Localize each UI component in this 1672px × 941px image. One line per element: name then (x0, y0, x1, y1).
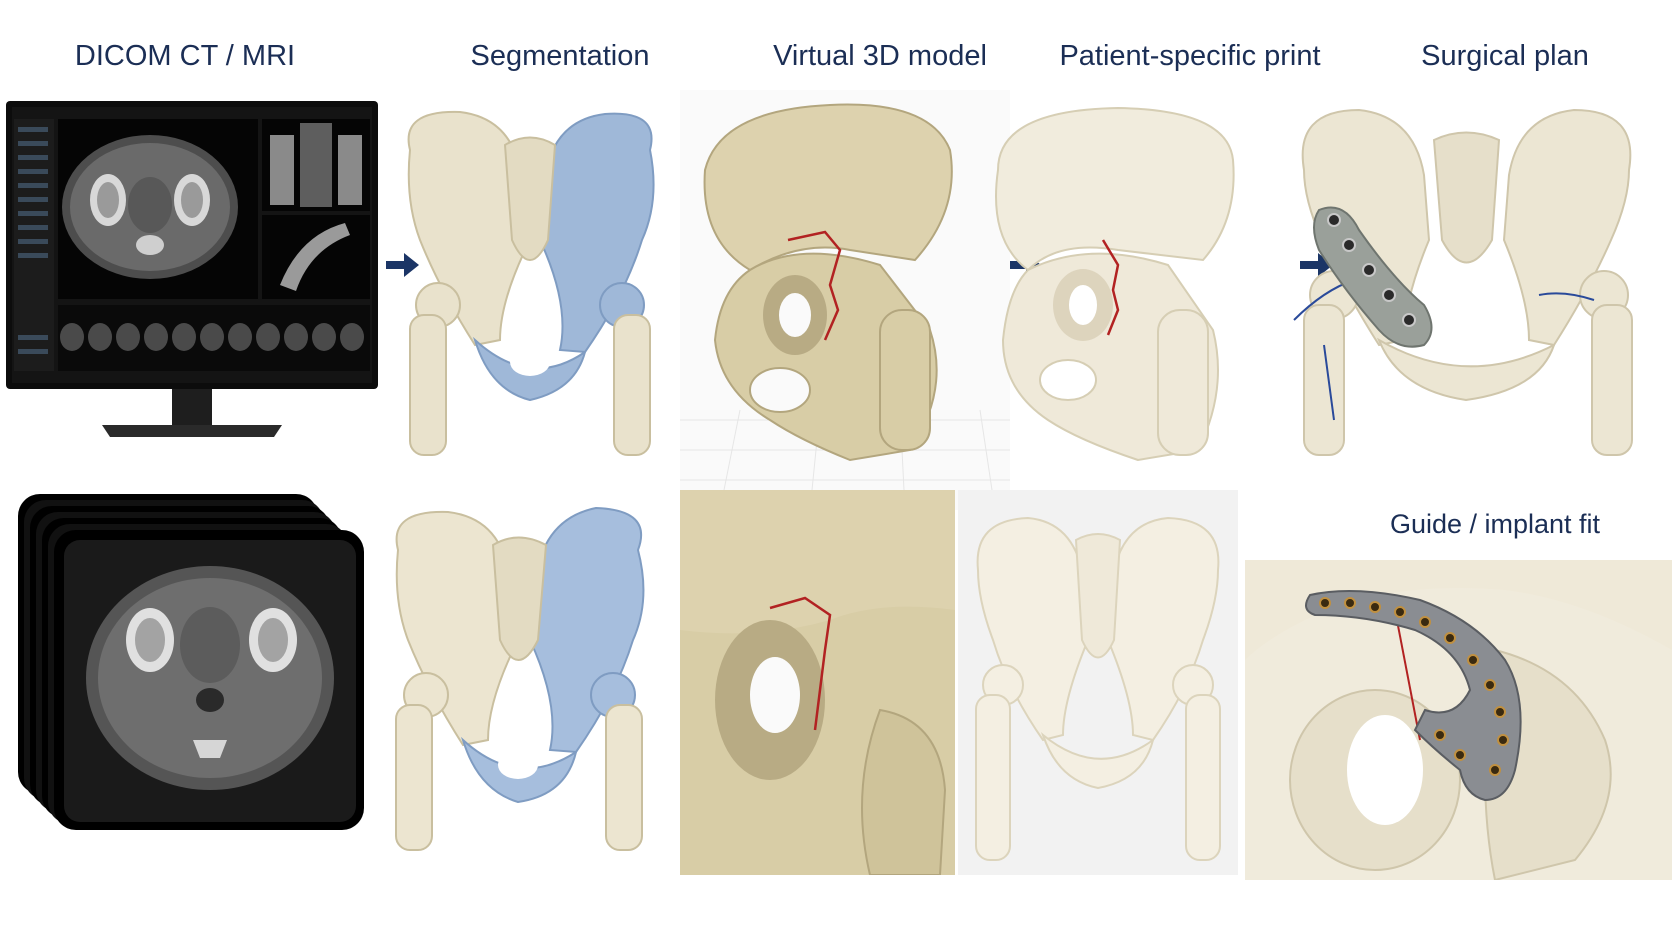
virtual-model-fracture-zoom (680, 490, 955, 875)
print-pelvis-bottom (958, 490, 1238, 875)
stage-title-dicom: DICOM CT / MRI (74, 40, 296, 72)
ct-slice-stack (8, 490, 383, 850)
segmentation-pelvis-bottom (368, 490, 678, 870)
print-hemipelvis-top (968, 90, 1268, 490)
guide-implant-fit-title: Guide / implant fit (1389, 509, 1601, 539)
arrow-right-icon (386, 253, 419, 277)
surgical-plan-pelvis (1264, 90, 1672, 490)
implant-fit-closeup (1245, 560, 1672, 880)
segmentation-pelvis-top (380, 90, 680, 470)
stage-title-segmentation: Segmentation (470, 40, 650, 72)
stage-title-surgical-plan: Surgical plan (1421, 40, 1589, 72)
stage-title-virtual-model: Virtual 3D model (773, 40, 987, 72)
stage-title-print: Patient-specific print (1059, 40, 1321, 72)
fixation-plate (1305, 590, 1522, 802)
dicom-monitor (0, 95, 385, 465)
virtual-model-hemipelvis-top (680, 90, 1010, 510)
